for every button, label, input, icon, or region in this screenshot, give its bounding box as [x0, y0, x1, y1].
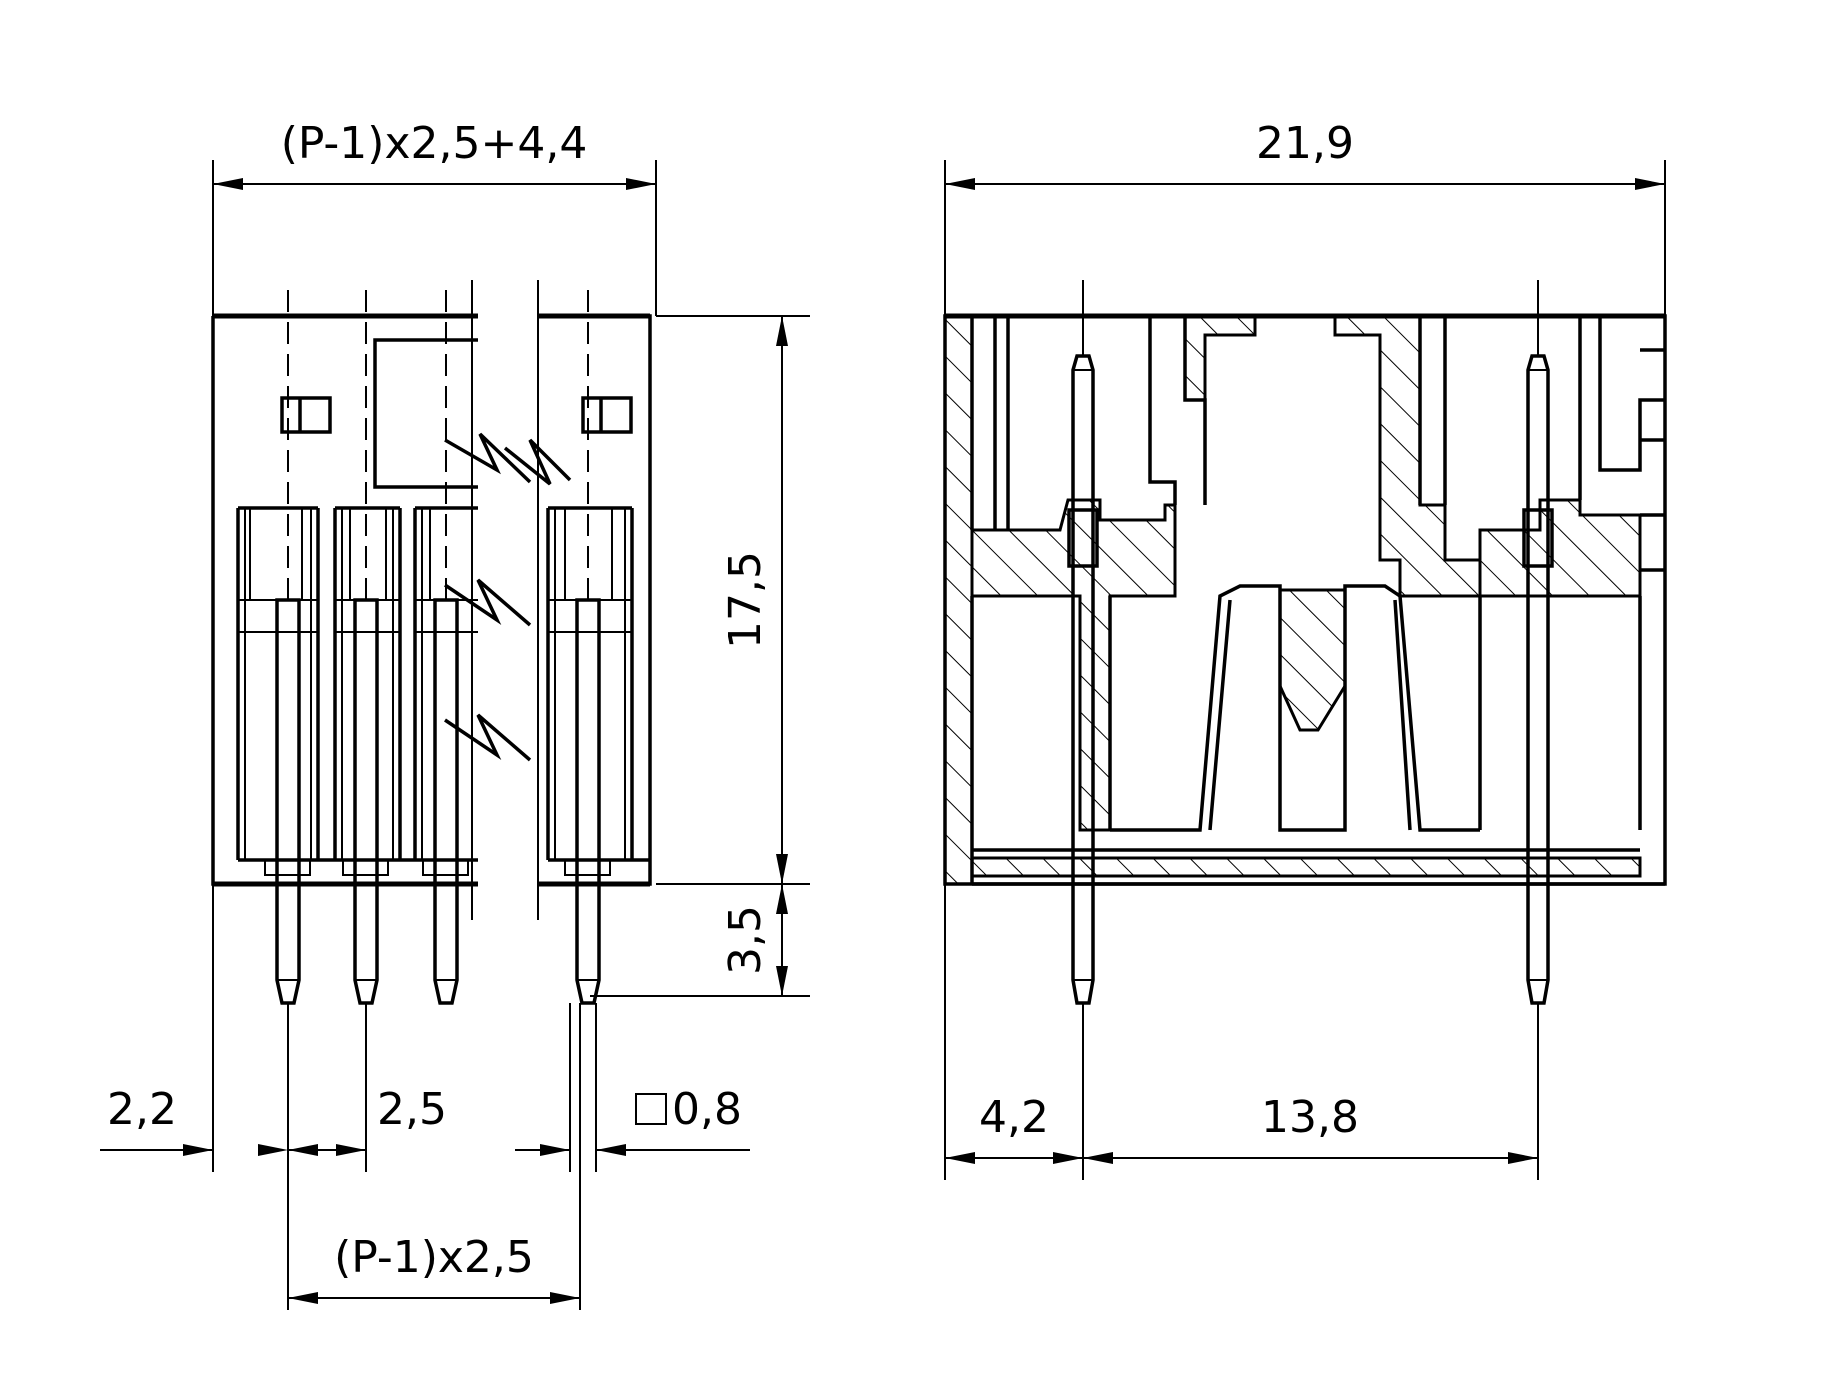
front-recess: [373, 338, 478, 489]
side-left-offset-label: 4,2: [979, 1092, 1049, 1143]
front-dimensions: (P-1)x2,5+4,4 17,5 3,5 2,2 2,5 0,8: [100, 118, 810, 1310]
right-mid-section: [1478, 498, 1642, 598]
front-view: [211, 280, 652, 1005]
front-pins: [264, 598, 611, 1005]
pin-square-label: 0,8: [672, 1084, 742, 1135]
side-view: [943, 280, 1667, 1005]
center-top-section: [1183, 314, 1257, 402]
left-offset-label: 2,2: [107, 1084, 177, 1135]
bottom-plate-section: [970, 856, 1642, 878]
side-pins: [1067, 354, 1554, 1005]
body-height-label: 17,5: [720, 551, 771, 649]
side-dimensions: 21,9 4,2 13,8: [944, 118, 1666, 1180]
pin-height-label: 3,5: [720, 905, 771, 975]
center-top-right-section: [1333, 314, 1482, 598]
pin-distance-label: 13,8: [1261, 1092, 1359, 1143]
latch-window-right: [581, 396, 633, 434]
side-width-label: 21,9: [1256, 118, 1354, 169]
break-line-2: [444, 578, 532, 627]
break-line-1: [444, 432, 532, 484]
break-line-3: [444, 713, 532, 762]
pitch-label: 2,5: [377, 1084, 447, 1135]
latch-window-left: [280, 396, 332, 434]
center-latch-section: [1278, 588, 1347, 732]
break-line-1b: [503, 438, 572, 486]
left-wall-section: [943, 314, 974, 886]
pin-span-label: (P-1)x2,5: [334, 1232, 534, 1283]
square-symbol-icon: [635, 1093, 667, 1125]
front-width-label: (P-1)x2,5+4,4: [281, 118, 588, 169]
